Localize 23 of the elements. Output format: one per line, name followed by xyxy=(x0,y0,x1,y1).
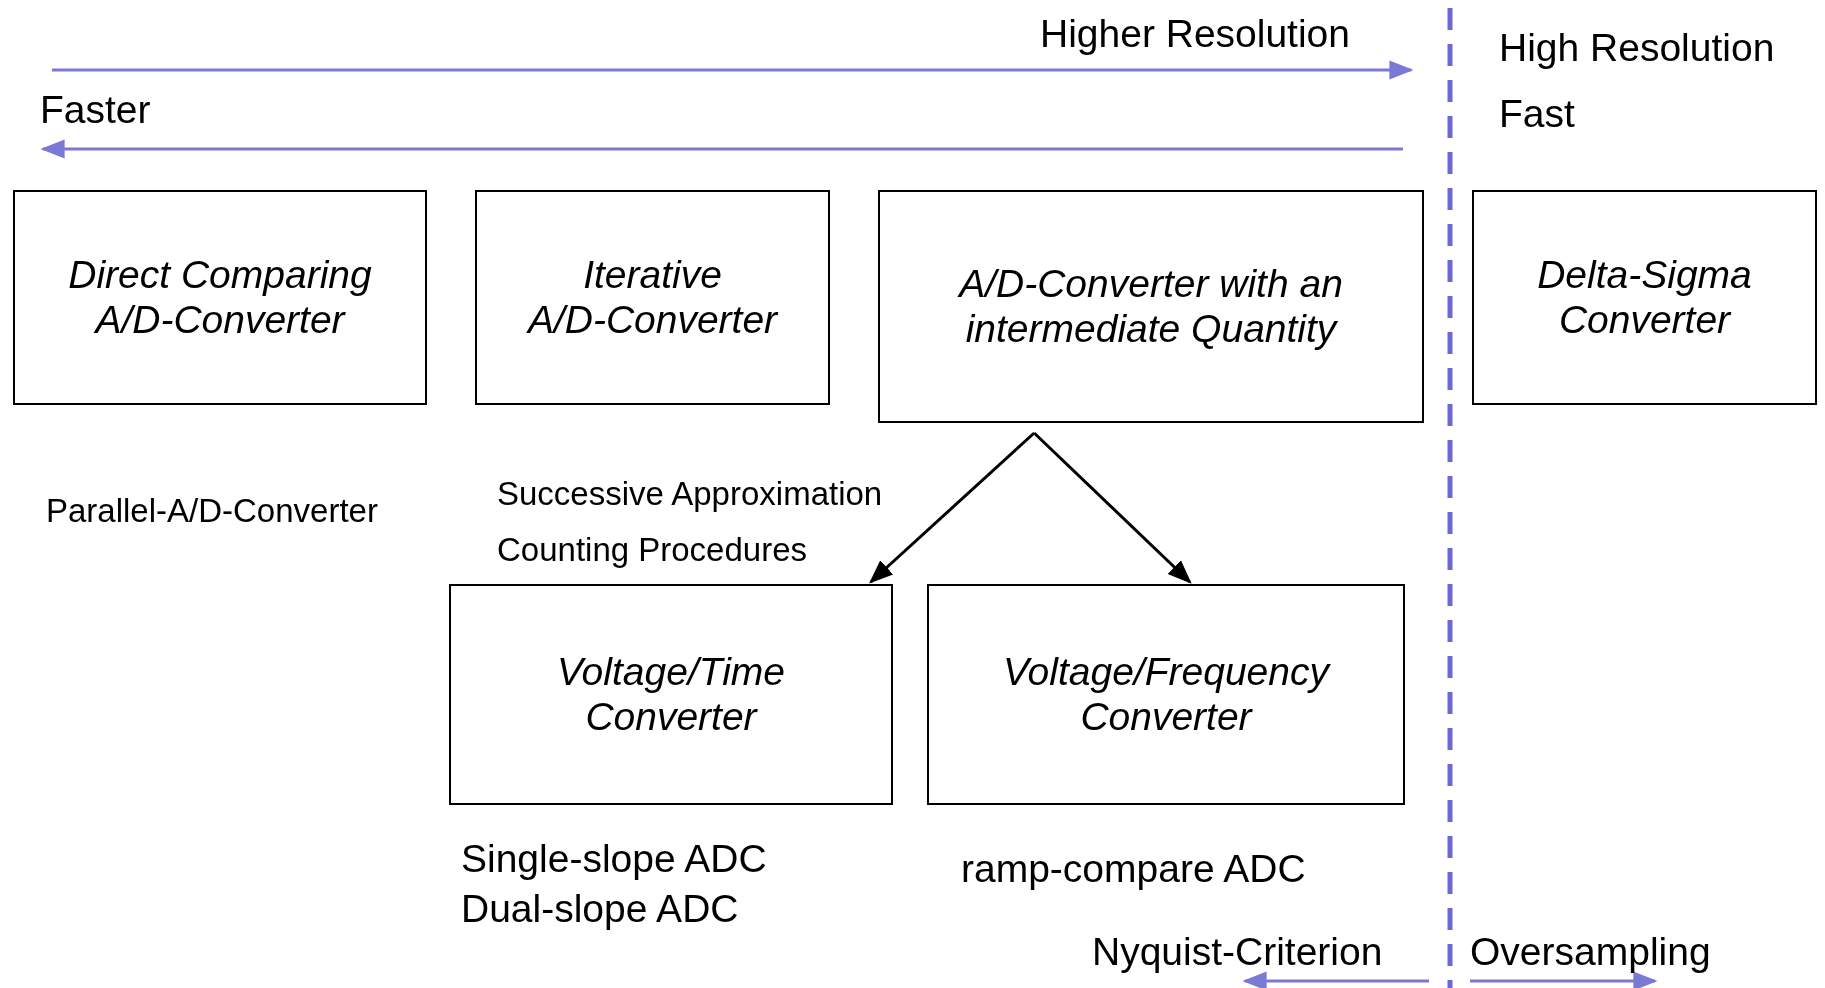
axis-label: Nyquist-Criterion xyxy=(1092,930,1383,974)
converter-box xyxy=(475,190,830,405)
axis-label: Higher Resolution xyxy=(1040,12,1350,56)
box-title: A/D-Converter with an intermediate Quantity xyxy=(956,261,1344,352)
note-text: Counting Procedures xyxy=(497,531,808,569)
arrow xyxy=(869,431,1036,584)
caption-text: ramp-compare ADC xyxy=(961,847,1306,891)
converter-box xyxy=(1472,190,1817,405)
note-text: Successive Approximation xyxy=(497,475,883,513)
caption-text: Dual-slope ADC xyxy=(461,887,739,931)
box-title: Direct Comparing A/D-Converter xyxy=(67,252,373,343)
arrow xyxy=(1033,431,1192,584)
axis-label: Oversampling xyxy=(1470,930,1711,974)
converter-box xyxy=(878,190,1424,423)
box-title: Voltage/Time Converter xyxy=(556,649,786,740)
axis-label: High Resolution xyxy=(1499,26,1775,70)
caption-text: Parallel-A/D-Converter xyxy=(46,492,378,530)
axis-label: Fast xyxy=(1499,92,1575,136)
box-title: Iterative A/D-Converter xyxy=(525,252,780,343)
box-title: Voltage/Frequency Converter xyxy=(1002,649,1332,740)
axis-label: Faster xyxy=(40,88,151,132)
caption-text: Single-slope ADC xyxy=(461,837,767,881)
box-title: Delta-Sigma Converter xyxy=(1536,252,1753,343)
